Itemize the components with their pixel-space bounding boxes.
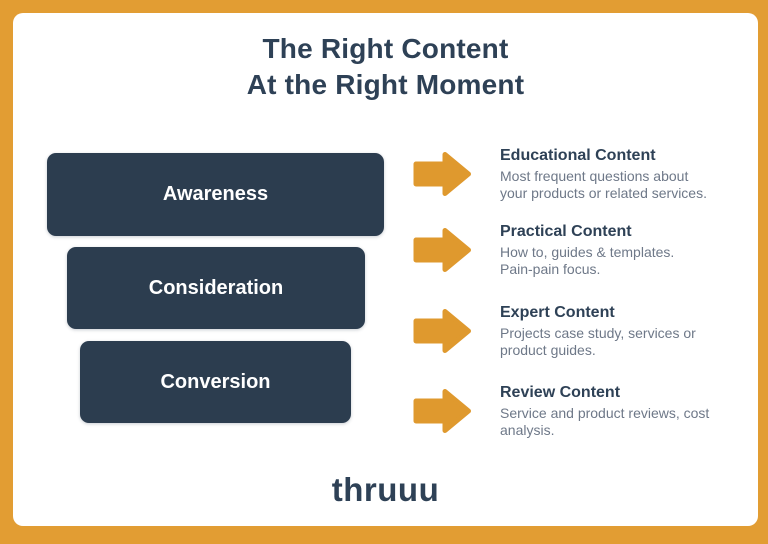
funnel-stage-conversion: Conversion <box>80 341 351 423</box>
funnel-stage-label: Consideration <box>148 276 284 299</box>
content-type-heading: Educational Content <box>500 147 656 164</box>
content-type-text: Educational Content Most frequent questi… <box>500 143 750 202</box>
content-type-heading: Expert Content <box>500 304 615 321</box>
content-card: The Right Content At the Right Moment Aw… <box>13 13 758 526</box>
funnel-stage-awareness: Awareness <box>47 153 384 236</box>
content-type-row: Review Content Service and product revie… <box>413 380 750 439</box>
poster-title-line1: The Right Content <box>262 33 509 64</box>
arrow-right-icon <box>413 389 471 433</box>
content-type-text: Expert Content Projects case study, serv… <box>500 300 750 359</box>
funnel-stage-consideration: Consideration <box>67 247 365 329</box>
content-type-description: Most frequent questions about your produ… <box>500 168 707 201</box>
poster-title: The Right Content At the Right Moment <box>13 31 758 103</box>
arrow-right-icon <box>413 228 471 272</box>
content-type-row: Educational Content Most frequent questi… <box>413 143 750 202</box>
content-type-description: How to, guides & templates. Pain-pain fo… <box>500 244 675 277</box>
content-type-row: Practical Content How to, guides & templ… <box>413 219 750 278</box>
content-type-row: Expert Content Projects case study, serv… <box>413 300 750 359</box>
poster-title-line2: At the Right Moment <box>246 69 525 100</box>
content-type-heading: Practical Content <box>500 223 632 240</box>
arrow-right-icon <box>413 309 471 353</box>
content-type-text: Review Content Service and product revie… <box>500 380 750 439</box>
content-type-text: Practical Content How to, guides & templ… <box>500 219 750 278</box>
thruuu-logo: thruuu <box>331 471 440 508</box>
funnel-stage-label: Awareness <box>162 183 269 205</box>
content-type-description: Service and product reviews, cost analys… <box>500 405 710 438</box>
funnel-stage-label: Conversion <box>160 370 271 393</box>
arrow-right-icon <box>413 152 471 196</box>
content-type-description: Projects case study, services or product… <box>500 325 696 358</box>
content-type-heading: Review Content <box>500 384 621 401</box>
